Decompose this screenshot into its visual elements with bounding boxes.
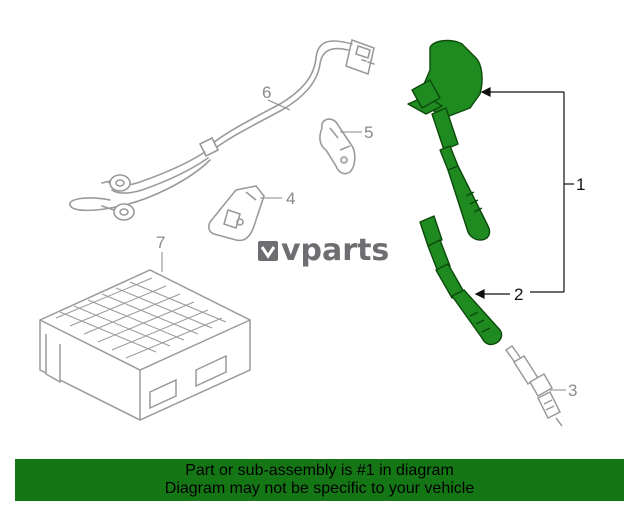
callout-2: 2 — [514, 285, 523, 304]
part-3-spark-plug[interactable] — [504, 344, 563, 427]
leader-2 — [474, 289, 564, 299]
part-2-coil-boot[interactable] — [419, 215, 503, 346]
leader-1 — [480, 87, 574, 292]
banner-line-1: Part or sub-assembly is #1 in diagram — [185, 462, 454, 479]
banner-line-2: Diagram may not be specific to your vehi… — [164, 480, 475, 497]
evparts-watermark: vparts — [258, 236, 389, 266]
info-banner: Part or sub-assembly is #1 in diagram Di… — [15, 459, 624, 501]
part-5-sensor[interactable] — [319, 118, 356, 175]
callout-7: 7 — [156, 233, 165, 252]
watermark-logo-icon — [258, 241, 278, 261]
callout-1: 1 — [576, 175, 585, 194]
leader-6 — [267, 99, 291, 111]
part-1-ignition-coil[interactable] — [407, 39, 491, 241]
watermark-brand-text: vparts — [281, 233, 390, 268]
callout-5: 5 — [364, 123, 373, 142]
callout-3: 3 — [568, 381, 577, 400]
callout-6: 6 — [262, 83, 271, 102]
callout-4: 4 — [286, 189, 295, 208]
part-7-engine-control-module[interactable] — [39, 269, 251, 421]
part-6-wiring-harness[interactable] — [69, 38, 375, 221]
part-4-sensor[interactable] — [208, 185, 265, 242]
